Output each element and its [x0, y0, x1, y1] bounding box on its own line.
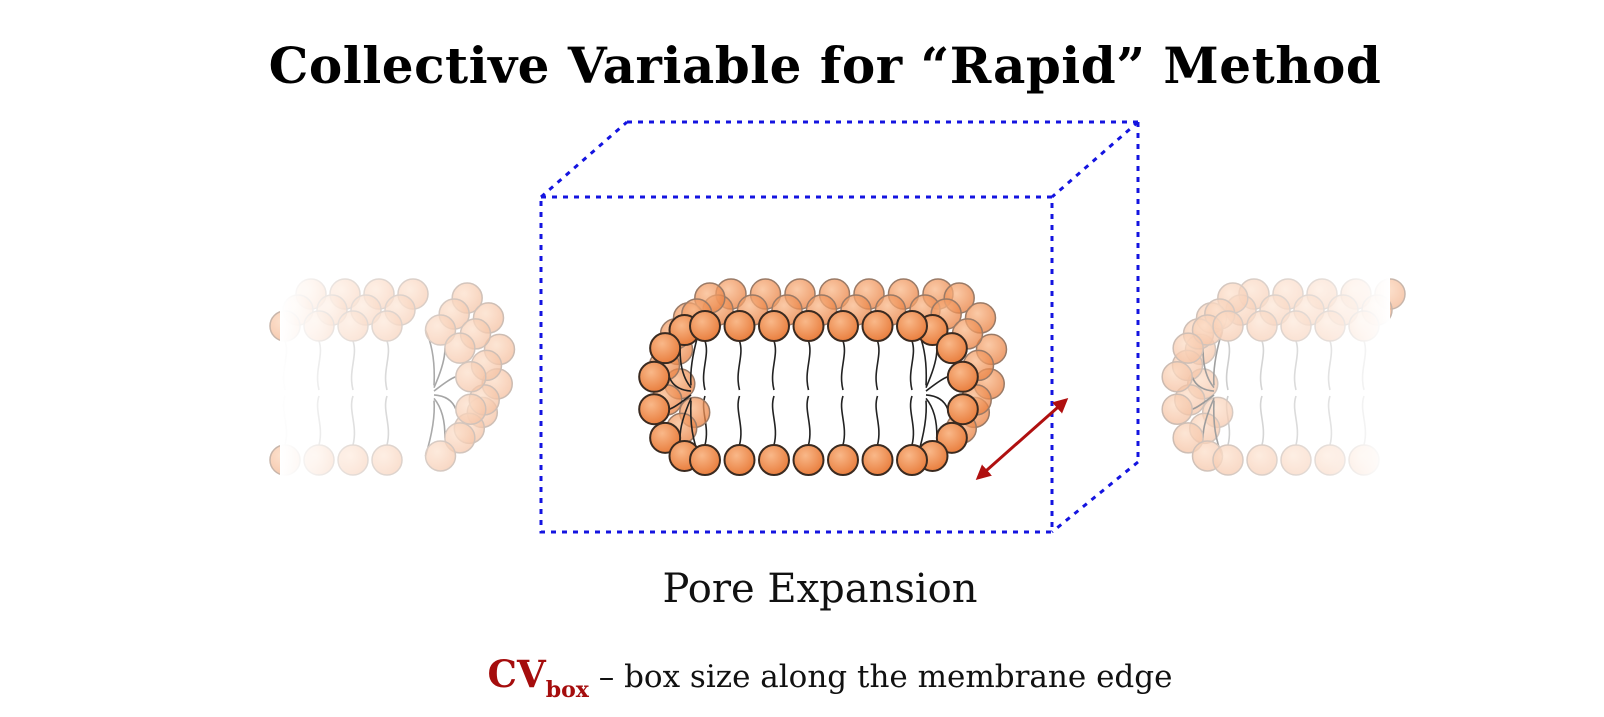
lipid-head	[689, 310, 721, 342]
cv-definition: CVbox – box size along the membrane edge	[0, 652, 1604, 703]
box-edge	[1051, 460, 1139, 534]
lipid-head	[792, 444, 825, 476]
lipid-head	[935, 332, 968, 365]
lipid-tail	[840, 395, 846, 446]
simulation-box	[540, 120, 1140, 534]
lipid-head	[861, 310, 894, 342]
box-size-arrow	[975, 398, 1069, 480]
lipid-tail	[668, 376, 692, 392]
cv-description: – box size along the membrane edge	[588, 659, 1173, 695]
slide-title: Collective Variable for “Rapid” Method	[268, 36, 1382, 95]
lipid-head	[638, 393, 671, 426]
lipid-head	[723, 310, 756, 342]
lipid-head	[723, 444, 756, 476]
lipid-tail	[875, 395, 880, 446]
lipid-tail	[702, 340, 708, 391]
caption-pore-expansion: Pore Expansion	[662, 566, 978, 612]
lipid-tail	[925, 348, 938, 388]
lipid-head	[827, 310, 859, 342]
lipid-tail	[925, 397, 938, 438]
lipid-tail	[737, 340, 742, 391]
lipid-head	[946, 360, 979, 393]
membrane-pore-diagram	[269, 120, 1406, 534]
lipid-tail	[806, 395, 811, 446]
lipid-head	[758, 310, 790, 342]
lipid-head	[758, 444, 790, 476]
box-front-face	[539, 195, 1054, 534]
box-edge	[1051, 120, 1139, 199]
lipid-tail	[771, 395, 777, 446]
lipid-head	[649, 332, 682, 365]
lipid-head	[946, 393, 979, 426]
lipid-tail	[909, 340, 915, 391]
lipid-tail	[875, 340, 880, 391]
lipid-tail	[925, 394, 949, 410]
lipid-head	[861, 444, 894, 476]
box-edge	[540, 120, 628, 199]
lipid-head	[827, 444, 859, 476]
lipid-head	[896, 310, 928, 342]
lipid-head	[792, 310, 825, 342]
central-bilayer	[638, 278, 1008, 476]
lipid-tail	[806, 340, 811, 391]
right-fade-overlay	[1140, 255, 1390, 485]
lipid-head	[689, 444, 721, 476]
lipid-head	[896, 444, 928, 476]
lipid-tail	[909, 395, 915, 446]
lipid-head	[638, 360, 671, 393]
cv-symbol: CV	[487, 652, 546, 696]
left-fade-overlay	[280, 255, 540, 485]
cv-subscript: box	[545, 677, 589, 703]
lipid-tail	[771, 340, 777, 391]
lipid-tail	[737, 395, 742, 446]
lipid-tail	[840, 340, 846, 391]
